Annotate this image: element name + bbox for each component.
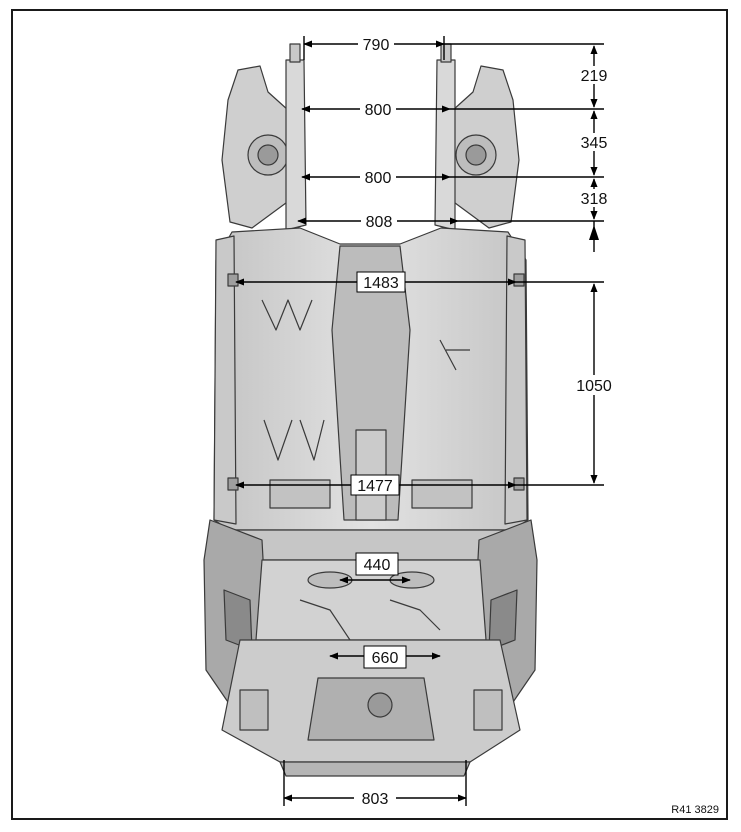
dim-label-803: 803 [362, 791, 389, 808]
dim-label-219: 219 [581, 68, 608, 85]
dim-label-440: 440 [364, 557, 391, 574]
dim-label-800a: 800 [365, 102, 392, 119]
reference-code: R41 3829 [671, 804, 719, 816]
vehicle-body [203, 43, 538, 777]
right-front-rail [434, 59, 456, 231]
left-sill [213, 235, 237, 525]
right-sill [504, 235, 528, 525]
center-tunnel [331, 245, 411, 521]
dimension-labels: 790 800 800 808 1483 1477 440 660 803 21… [350, 35, 618, 808]
dim-label-800b: 800 [365, 170, 392, 187]
rear-panel [279, 761, 471, 777]
dim-label-790: 790 [363, 37, 390, 54]
dim-label-1483: 1483 [363, 275, 399, 292]
dim-label-1477: 1477 [357, 478, 393, 495]
dim-label-345: 345 [581, 135, 608, 152]
dim-label-1050: 1050 [576, 378, 612, 395]
left-front-rail [285, 59, 307, 231]
dim-label-660: 660 [372, 650, 399, 667]
dim-label-318: 318 [581, 191, 608, 208]
dim-label-808: 808 [366, 214, 393, 231]
